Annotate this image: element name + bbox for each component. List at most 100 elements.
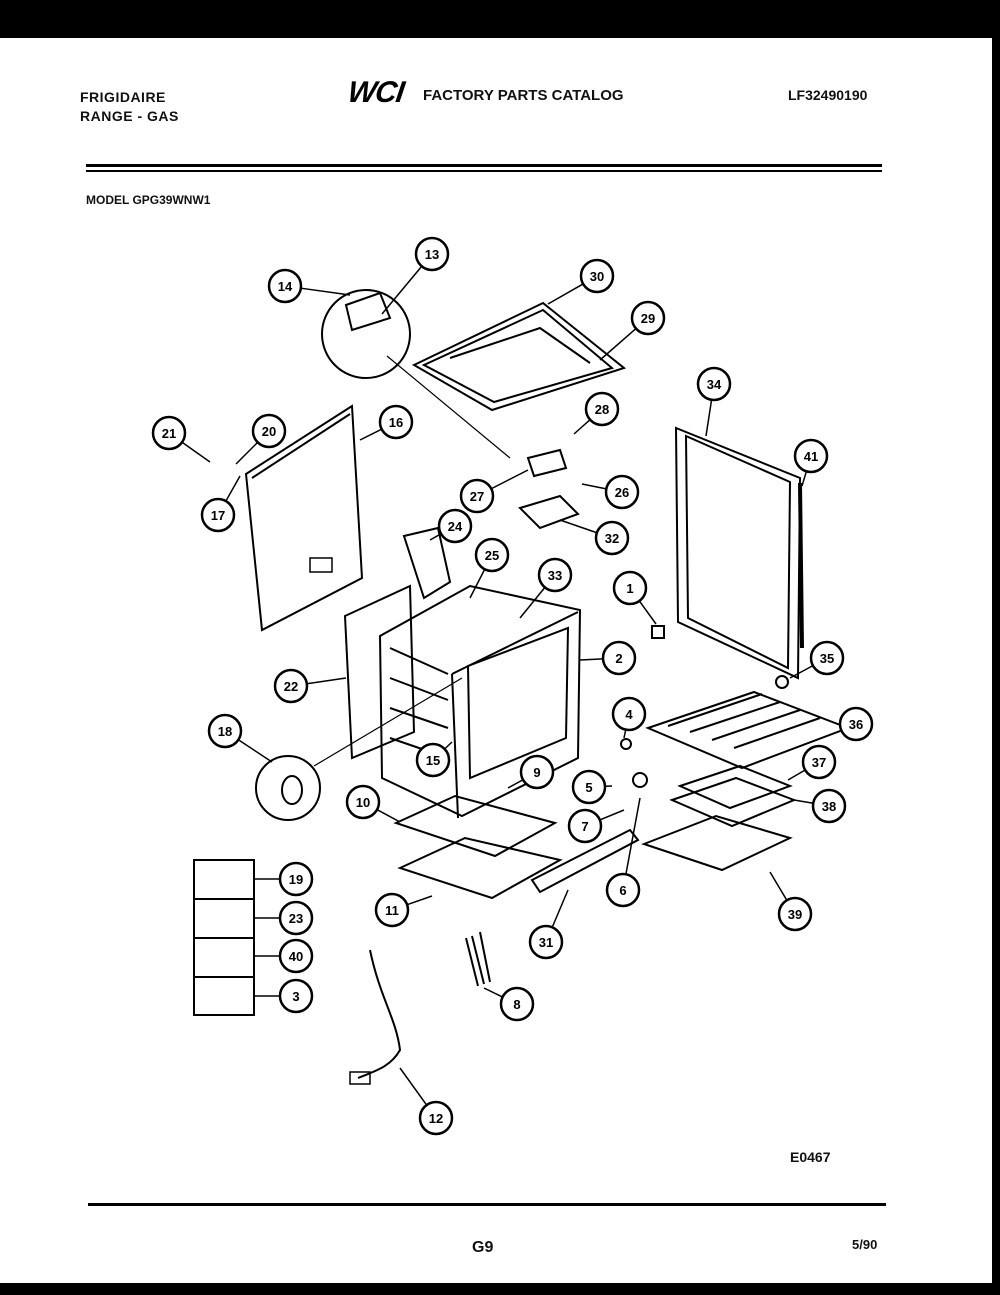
callout-label: 9	[533, 765, 540, 780]
leader-line	[381, 265, 423, 315]
callout-label: 41	[804, 449, 818, 464]
callout-label: 32	[605, 531, 619, 546]
callout-label: 8	[513, 997, 520, 1012]
leader-line	[406, 895, 433, 906]
callout-bubble	[605, 872, 641, 908]
callout-37: 37	[787, 744, 837, 781]
callout-bubble	[528, 924, 564, 960]
callout-bubble	[200, 497, 236, 533]
leader-line	[769, 871, 788, 901]
callout-label: 11	[385, 903, 399, 918]
callout-layer: 1234567891011121314151617181920212223242…	[151, 236, 874, 1136]
callout-13: 13	[381, 236, 450, 315]
leader-line	[490, 469, 529, 490]
leader-line	[399, 1067, 428, 1106]
callout-bubble	[537, 557, 573, 593]
callout-label: 28	[595, 402, 609, 417]
callout-label: 5	[585, 780, 592, 795]
callout-label: 25	[485, 548, 499, 563]
catalog-page: FRIGIDAIRE RANGE - GAS WCI FACTORY PARTS…	[0, 38, 992, 1283]
callout-label: 3	[292, 989, 299, 1004]
leader-line	[559, 519, 598, 534]
callout-17: 17	[200, 475, 241, 533]
callout-label: 4	[625, 707, 633, 722]
callout-bubble	[474, 537, 510, 573]
brand-name: FRIGIDAIRE	[80, 89, 166, 105]
callout-27: 27	[459, 469, 529, 514]
leader-line	[359, 428, 383, 441]
oven-body-drawing	[378, 584, 582, 819]
callout-label: 36	[849, 717, 863, 732]
leader-line	[789, 664, 814, 679]
leader-line	[507, 779, 524, 789]
callout-29: 29	[599, 300, 666, 361]
detail-leader	[386, 355, 511, 459]
callout-bubble	[612, 570, 648, 606]
callout-label: 19	[289, 872, 303, 887]
callout-label: 2	[615, 651, 622, 666]
leader-line	[181, 441, 211, 463]
callout-6: 6	[605, 797, 641, 908]
leader-line	[599, 327, 637, 361]
callout-bubble	[207, 713, 243, 749]
callout-14: 14	[267, 268, 351, 304]
header-rule-top	[86, 164, 882, 167]
door-glass-drawing	[677, 764, 793, 810]
bottom-panel-drawing	[397, 836, 563, 900]
callout-bubble	[793, 438, 829, 474]
leader-line	[444, 741, 453, 750]
leader-line	[551, 889, 569, 928]
callout-9: 9	[507, 754, 555, 790]
callout-bubble	[809, 640, 845, 676]
callout-label: 26	[615, 485, 629, 500]
callout-bubble	[777, 896, 813, 932]
callout-bubble	[278, 900, 314, 936]
callout-15: 15	[415, 741, 453, 778]
callout-19: 19	[254, 861, 314, 897]
leader-line	[625, 797, 641, 875]
leader-line	[469, 568, 486, 599]
leader-line	[376, 808, 401, 823]
callout-38: 38	[793, 788, 847, 824]
callout-label: 17	[211, 508, 225, 523]
brand-block: FRIGIDAIRE RANGE - GAS	[80, 88, 179, 126]
callout-label: 22	[284, 679, 298, 694]
callout-bubble	[630, 300, 666, 336]
callout-20: 20	[235, 413, 287, 465]
callout-bubble	[273, 668, 309, 704]
callout-25: 25	[469, 537, 510, 599]
callout-label: 10	[356, 795, 370, 810]
leader-line	[638, 600, 657, 625]
callout-label: 21	[162, 426, 176, 441]
callout-label: 16	[389, 415, 403, 430]
drawer-rail-drawing	[530, 828, 640, 894]
callout-bubble	[801, 744, 837, 780]
callout-label: 15	[426, 753, 440, 768]
door-frame-drawing	[674, 426, 802, 680]
callout-bubble	[584, 391, 620, 427]
callout-label: 18	[218, 724, 232, 739]
callout-bubble	[811, 788, 847, 824]
callout-4: 4	[611, 696, 647, 739]
callout-label: 35	[820, 651, 834, 666]
leader-line	[429, 533, 442, 541]
callout-2: 2	[579, 640, 637, 676]
callout-bubble	[418, 1100, 454, 1136]
callout-label: 24	[448, 519, 463, 534]
back-panel-drawing	[244, 404, 364, 632]
callout-5: 5	[571, 769, 613, 805]
leader-line	[519, 586, 546, 619]
cooktop-drawing	[411, 301, 627, 412]
leader-line	[581, 483, 607, 490]
callout-24: 24	[429, 508, 473, 544]
callout-label: 29	[641, 311, 655, 326]
callout-label: 1	[626, 581, 633, 596]
leader-line	[237, 739, 273, 763]
callout-bubble	[696, 366, 732, 402]
callout-bubble	[415, 742, 451, 778]
callout-7: 7	[567, 808, 625, 844]
callout-bubble	[459, 478, 495, 514]
callout-bubble	[838, 706, 874, 742]
callout-28: 28	[573, 391, 620, 435]
callout-11: 11	[374, 892, 433, 928]
